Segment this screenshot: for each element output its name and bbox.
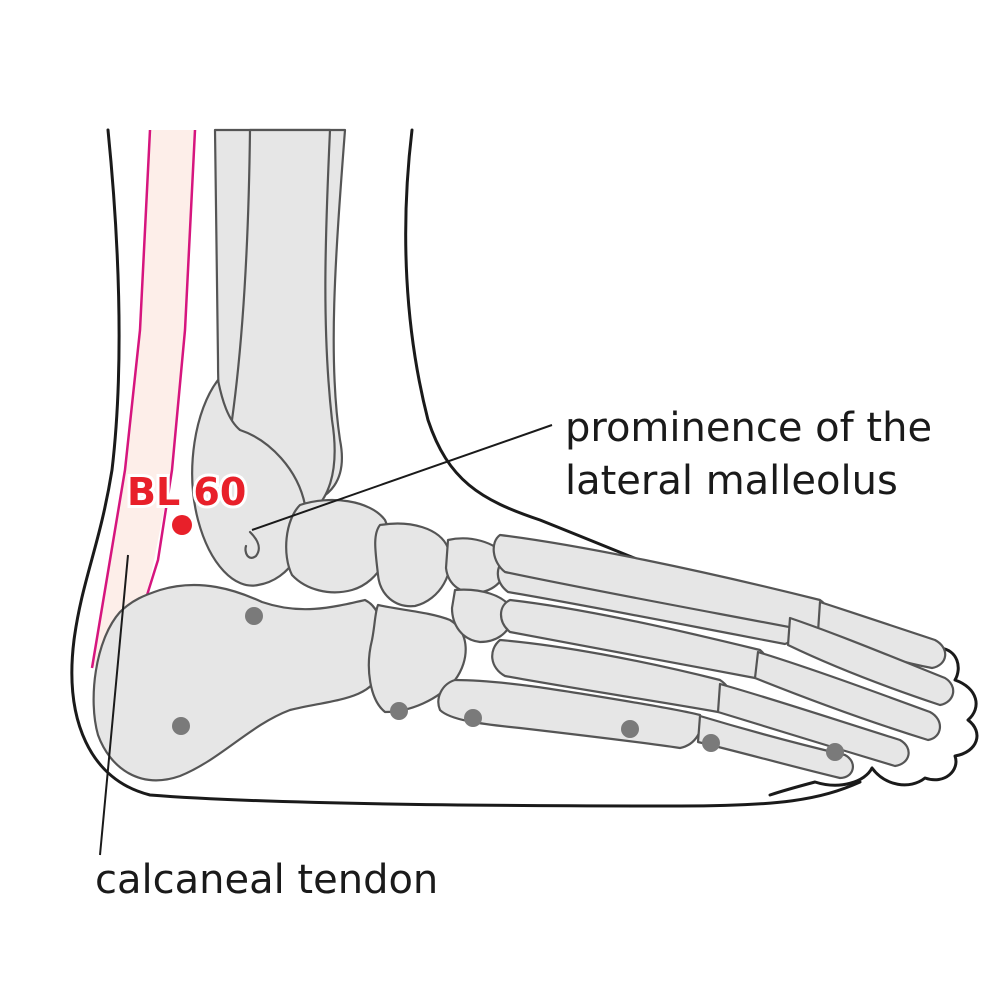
meridian-edge-anterior bbox=[131, 129, 197, 641]
tendon-leader-line bbox=[99, 554, 129, 856]
phalanges-2 bbox=[786, 616, 955, 707]
prominence-leader-line bbox=[251, 424, 553, 531]
calcaneal-tendon-band bbox=[92, 130, 195, 668]
landmark-marker bbox=[702, 734, 720, 752]
toes-outline bbox=[768, 646, 979, 797]
landmark-marker bbox=[245, 607, 263, 625]
acupoint-bl60-dot bbox=[172, 515, 192, 535]
phalanges-5 bbox=[696, 714, 854, 780]
landmark-marker bbox=[390, 702, 408, 720]
cuboid bbox=[367, 603, 467, 714]
calcaneus bbox=[92, 583, 384, 782]
phalanges-3 bbox=[753, 650, 941, 742]
landmark-marker bbox=[826, 743, 844, 761]
malleolus-detail bbox=[244, 530, 260, 559]
prominence-label-line2: lateral malleolus bbox=[565, 458, 898, 504]
landmark-marker bbox=[172, 717, 190, 735]
prominence-label-line1: prominence of the bbox=[565, 405, 932, 451]
navicular bbox=[374, 522, 452, 608]
cuneiform-2 bbox=[450, 588, 514, 644]
acupoint-bl60-label: BL 60 bbox=[127, 470, 246, 514]
meridian-edge-posterior bbox=[90, 129, 152, 669]
leg-outline-back bbox=[70, 128, 862, 808]
lateral-malleolus bbox=[191, 378, 308, 587]
talus bbox=[285, 498, 391, 594]
calcaneal-tendon-label: calcaneal tendon bbox=[95, 857, 438, 903]
landmark-marker bbox=[621, 720, 639, 738]
phalanges-4 bbox=[716, 682, 910, 768]
landmark-marker bbox=[464, 709, 482, 727]
